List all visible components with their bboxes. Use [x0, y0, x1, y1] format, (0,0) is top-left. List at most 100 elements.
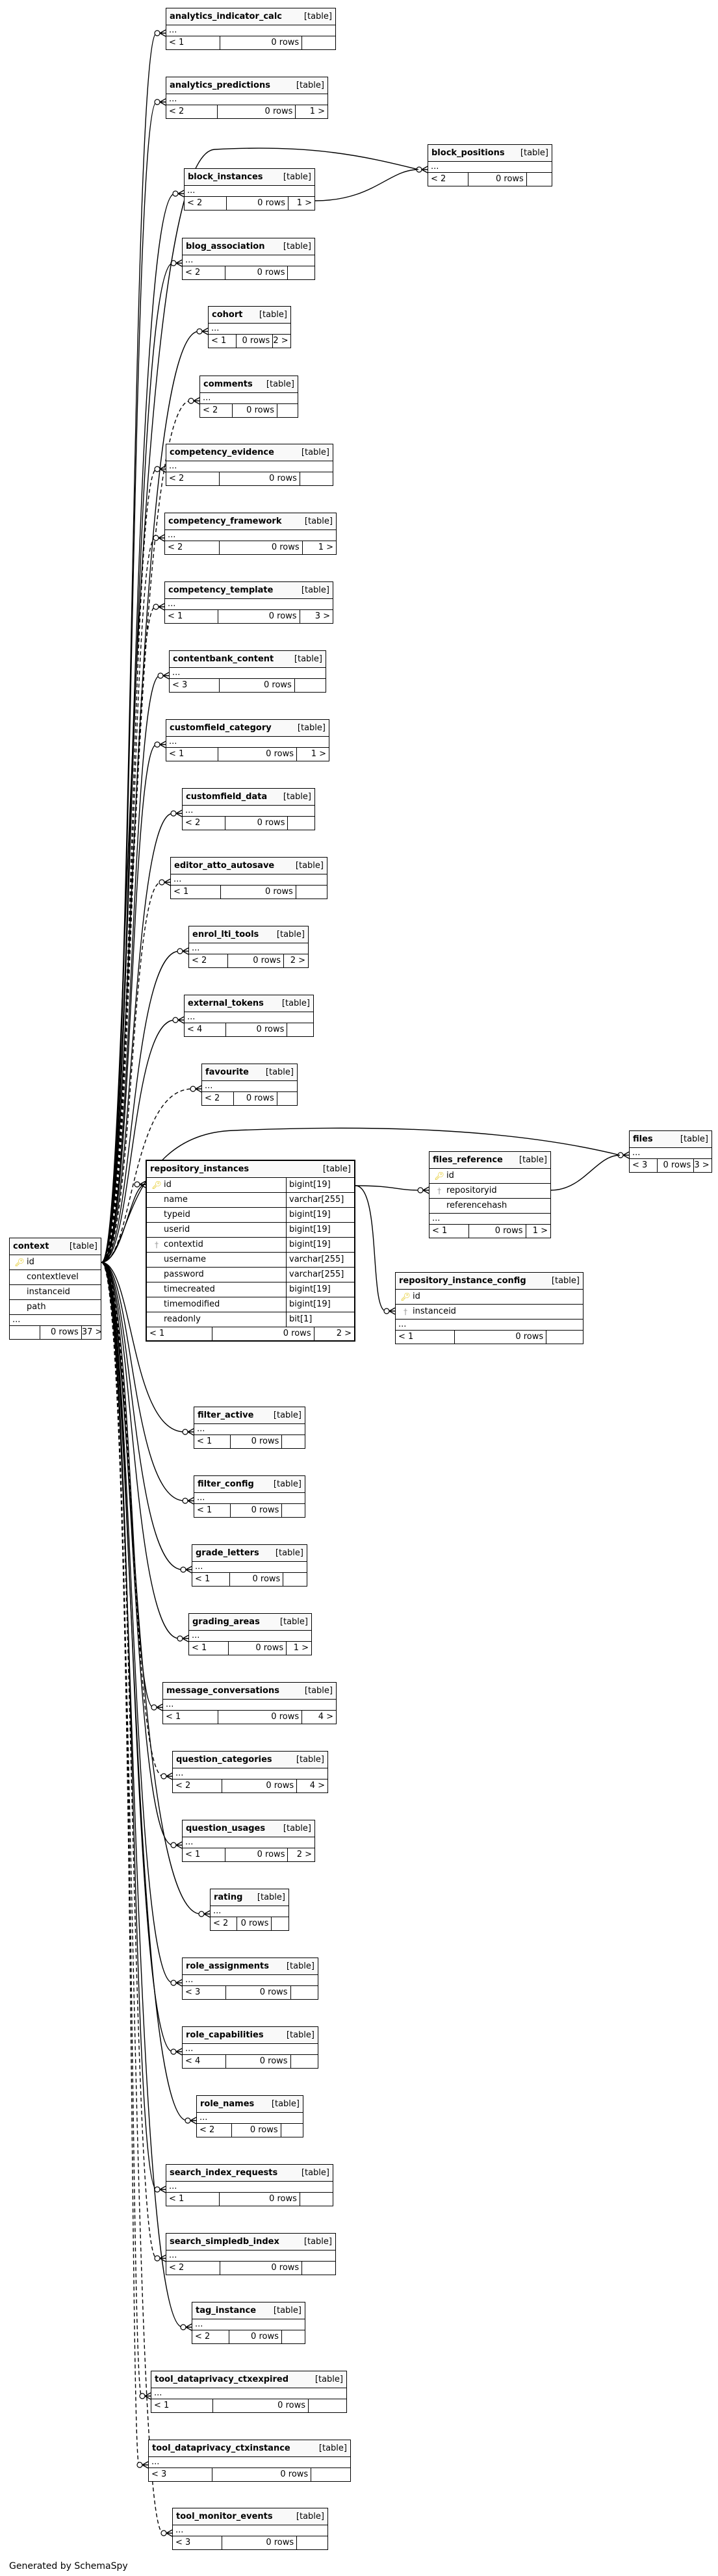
table-name: grade_letters: [196, 1548, 259, 1558]
table-type: [table]: [275, 1548, 303, 1558]
table-type: [table]: [296, 81, 324, 90]
table-name: editor_atto_autosave: [174, 861, 275, 871]
table-type: [table]: [301, 448, 329, 457]
more-columns: ...: [428, 162, 552, 173]
table-tool-dataprivacy-ctxinstance[interactable]: tool_dataprivacy_ctxinstance[table]...< …: [148, 2440, 351, 2482]
parents-count: < 2: [197, 2124, 232, 2137]
crowfoot-question-usages: [170, 1841, 183, 1849]
table-type: [table]: [283, 242, 311, 251]
table-type: [table]: [294, 654, 322, 664]
edge-context-block-instances: [101, 193, 175, 1263]
parents-count: < 3: [630, 1159, 658, 1172]
table-header: role_names[table]: [197, 2096, 303, 2113]
table-type: [table]: [551, 1276, 580, 1286]
more-columns: ...: [185, 186, 314, 197]
table-type: [table]: [273, 1479, 301, 1489]
parents-count: < 2: [166, 2262, 220, 2275]
edge-context-analytics-indicator-calc: [101, 32, 157, 1263]
table-name: block_positions: [431, 148, 505, 158]
table-name: files_reference: [433, 1155, 503, 1165]
parents-count: < 2: [428, 173, 468, 186]
crowfoot-blog-association: [170, 259, 183, 267]
table-name: context: [13, 1242, 49, 1251]
column-name: name: [164, 1195, 188, 1205]
crowfoot-competency-framework: [153, 534, 165, 542]
parents-count: < 3: [170, 679, 220, 692]
table-type: [table]: [680, 1134, 708, 1144]
row-count: 0 rows: [233, 404, 277, 417]
table-tool-dataprivacy-ctxexpired[interactable]: tool_dataprivacy_ctxexpired[table]...< 1…: [151, 2371, 347, 2413]
table-type: [table]: [295, 861, 324, 871]
column-name: id: [27, 1257, 34, 1267]
table-type: [table]: [69, 1242, 97, 1251]
table-type: [table]: [276, 930, 305, 939]
children-count: 3 >: [694, 1160, 710, 1170]
edge-context-competency-evidence: [101, 468, 157, 1263]
more-columns: ...: [211, 1906, 288, 1917]
table-files-reference[interactable]: files_reference [table] 🔑︎id†repositoryi…: [429, 1151, 551, 1238]
crowfoot-tool-dataprivacy-ctxexpired: [139, 2392, 151, 2400]
column-repositoryid: †repositoryid: [430, 1184, 550, 1199]
crowfoot-cohort: [196, 327, 209, 335]
table-repository-instance-config[interactable]: repository_instance_config [table] 🔑︎id†…: [395, 1272, 583, 1344]
children-count: 37 >: [81, 1327, 103, 1337]
more-columns: ...: [396, 1320, 583, 1331]
edge-context-search-simpledb-index: [101, 1262, 157, 2259]
children-count: [291, 2055, 318, 2068]
row-count: 0 rows: [222, 1779, 298, 1792]
row-count: 0 rows: [658, 1159, 695, 1172]
table-header: competency_evidence[table]: [166, 444, 333, 461]
crowfoot-message-conversations: [151, 1703, 163, 1711]
crowfoot-search-simpledb-index: [154, 2254, 166, 2262]
more-columns: ...: [189, 943, 308, 954]
children-count: [288, 266, 314, 279]
row-count: 0 rows: [237, 1917, 272, 1930]
crowfoot-repository-instance-config: [383, 1307, 396, 1315]
primary-key-icon: 🔑︎: [151, 1180, 162, 1190]
parents-count: < 1: [166, 36, 220, 49]
table-header: editor_atto_autosave [table]: [171, 858, 327, 874]
children-count: [288, 817, 314, 830]
